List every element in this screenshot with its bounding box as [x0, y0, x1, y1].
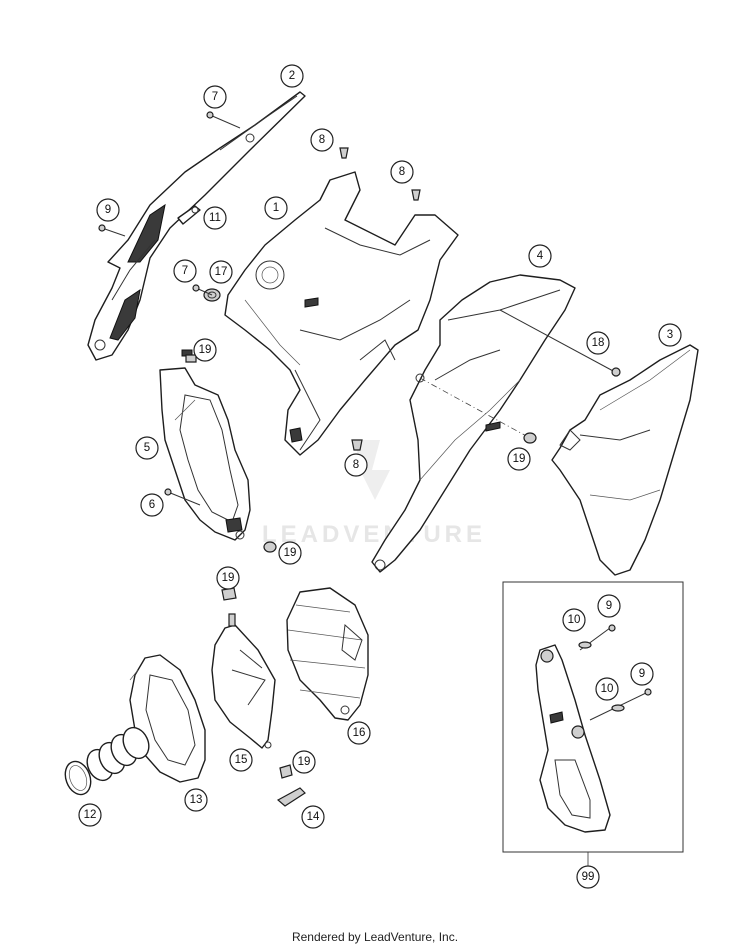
callout-19-b[interactable]: 19: [507, 447, 531, 471]
bolt-9-left[interactable]: [98, 224, 126, 237]
callout-14[interactable]: 14: [301, 805, 325, 829]
callout-8-a[interactable]: 8: [310, 128, 334, 152]
svg-text:19: 19: [298, 756, 311, 768]
callout-18[interactable]: 18: [586, 331, 610, 355]
svg-text:1: 1: [273, 202, 279, 214]
svg-text:3: 3: [667, 329, 673, 341]
callout-6[interactable]: 6: [140, 493, 164, 517]
callout-13[interactable]: 13: [184, 788, 208, 812]
washer-10-a[interactable]: [578, 641, 592, 649]
bolt-8-a[interactable]: [339, 147, 349, 159]
svg-text:14: 14: [307, 811, 320, 823]
part-15-filter-cage[interactable]: [211, 613, 276, 749]
part-3-right-cover[interactable]: [551, 344, 699, 576]
callout-17[interactable]: 17: [209, 260, 233, 284]
callout-9-inset-b[interactable]: 9: [630, 662, 654, 686]
bolt-7-lower[interactable]: [192, 284, 213, 296]
callout-12[interactable]: 12: [78, 803, 102, 827]
svg-text:4: 4: [537, 250, 544, 262]
callout-7-lower[interactable]: 7: [173, 259, 197, 283]
callout-8-c[interactable]: 8: [344, 453, 368, 477]
svg-text:8: 8: [319, 134, 325, 146]
svg-text:19: 19: [199, 344, 212, 356]
watermark: LEADVENTURE: [262, 440, 486, 548]
part-5-filter-frame[interactable]: [159, 349, 251, 541]
part-13-intake-housing[interactable]: [129, 654, 206, 783]
callout-9-left[interactable]: 9: [96, 198, 120, 222]
svg-text:18: 18: [592, 337, 605, 349]
callout-5[interactable]: 5: [135, 436, 159, 460]
watermark-text: LEADVENTURE: [262, 521, 486, 548]
callout-1[interactable]: 1: [264, 196, 288, 220]
callout-9-inset-a[interactable]: 9: [597, 594, 621, 618]
svg-text:13: 13: [190, 794, 203, 806]
svg-text:11: 11: [209, 212, 221, 224]
svg-text:7: 7: [182, 265, 188, 277]
bolt-8-b[interactable]: [411, 189, 421, 201]
part-16-air-filter[interactable]: [286, 587, 369, 721]
part-18-long-bolt[interactable]: [499, 309, 621, 377]
nut-19-e[interactable]: [185, 354, 197, 363]
callout-7-upper[interactable]: 7: [203, 85, 227, 109]
svg-text:9: 9: [639, 668, 645, 680]
inset-box-99: [502, 581, 684, 853]
washer-10-b[interactable]: [611, 704, 625, 712]
nut-19-b[interactable]: [523, 432, 537, 444]
bolt-6[interactable]: [164, 488, 201, 506]
footer-credit: Rendered by LeadVenture, Inc.: [291, 930, 459, 944]
svg-text:17: 17: [215, 266, 228, 278]
part-4-side-panel[interactable]: [371, 274, 576, 573]
callout-19-d[interactable]: 19: [216, 566, 240, 590]
callout-2[interactable]: 2: [280, 64, 304, 88]
nut-19-d[interactable]: [279, 764, 293, 779]
callout-19-c[interactable]: 19: [278, 541, 302, 565]
svg-text:7: 7: [212, 91, 218, 103]
callout-19-e[interactable]: 19: [292, 750, 316, 774]
callout-16[interactable]: 16: [347, 721, 371, 745]
svg-text:6: 6: [149, 499, 155, 511]
svg-text:19: 19: [222, 572, 235, 584]
bolt-9-inset-b[interactable]: [644, 688, 652, 696]
svg-text:19: 19: [513, 453, 526, 465]
svg-text:8: 8: [353, 459, 359, 471]
svg-text:2: 2: [289, 70, 295, 82]
bolt-9-inset-a[interactable]: [608, 624, 616, 632]
part-2-side-panel[interactable]: [87, 91, 306, 361]
svg-text:16: 16: [353, 727, 366, 739]
callout-4[interactable]: 4: [528, 244, 552, 268]
svg-text:9: 9: [105, 204, 111, 216]
svg-text:10: 10: [568, 614, 581, 626]
nut-19-a[interactable]: [263, 541, 277, 553]
svg-text:15: 15: [235, 754, 248, 766]
part-12-clamp[interactable]: [61, 758, 95, 798]
svg-text:5: 5: [144, 442, 150, 454]
intake-bellows: [86, 726, 150, 782]
part-14-clip[interactable]: [276, 787, 306, 807]
svg-text:99: 99: [582, 871, 595, 883]
svg-text:10: 10: [601, 683, 614, 695]
callout-19-a[interactable]: 19: [193, 338, 217, 362]
svg-text:8: 8: [399, 166, 405, 178]
part-1-airbox[interactable]: [224, 171, 459, 456]
nut-19-c[interactable]: [221, 587, 237, 601]
callout-8-b[interactable]: 8: [390, 160, 414, 184]
svg-text:9: 9: [606, 600, 612, 612]
bolt-7-upper[interactable]: [206, 111, 241, 129]
callout-3[interactable]: 3: [658, 323, 682, 347]
svg-text:19: 19: [284, 547, 297, 559]
callout-15[interactable]: 15: [229, 748, 253, 772]
part-11-clip[interactable]: [177, 205, 201, 225]
callout-11[interactable]: 11: [203, 206, 227, 230]
svg-text:12: 12: [84, 809, 97, 821]
callout-99[interactable]: 99: [576, 865, 600, 889]
callout-10-a[interactable]: 10: [562, 608, 586, 632]
bolt-8-c[interactable]: [351, 439, 363, 451]
callout-10-b[interactable]: 10: [595, 677, 619, 701]
